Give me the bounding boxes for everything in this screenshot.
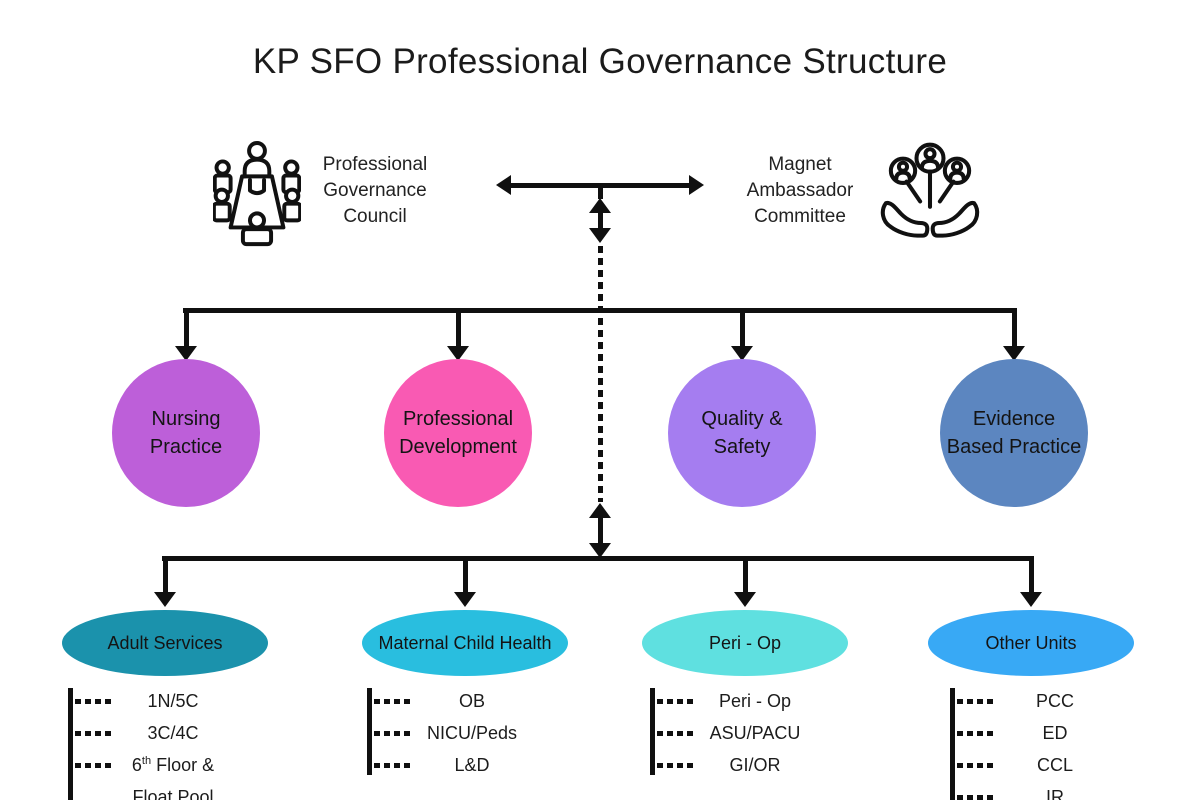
- list-item: CCL: [957, 749, 1170, 781]
- unit-list-peri-op: Peri - Op ASU/PACU GI/OR: [650, 685, 870, 781]
- list-item: IR: [957, 781, 1170, 800]
- dotted-leader-icon: [75, 762, 113, 768]
- council-node-nursing-practice: Nursing Practice: [112, 359, 260, 507]
- connector-drop: [1028, 556, 1034, 593]
- dotted-leader-icon: [657, 698, 695, 704]
- council-node-label: Quality & Safety: [701, 408, 783, 458]
- list-item: ED: [957, 717, 1170, 749]
- dotted-leader-icon: [374, 730, 412, 736]
- arrowhead-down-icon: [734, 592, 756, 607]
- unit-list-maternal-child-health: OB NICU/Peds L&D: [367, 685, 587, 781]
- unit-node-peri-op: Peri - Op: [642, 610, 848, 676]
- vertical-double-arrow-shaft: [597, 212, 603, 229]
- council-node-label: Professional Development: [399, 408, 517, 458]
- connector-drop: [1011, 308, 1017, 347]
- unit-node-label: Adult Services: [107, 632, 223, 653]
- vertical-double-arrow-shaft: [597, 517, 603, 544]
- arrowhead-up-icon: [589, 503, 611, 518]
- arrowhead-right-icon: [689, 175, 704, 195]
- unit-node-label: Other Units: [985, 632, 1077, 653]
- list-item: L&D: [374, 749, 587, 781]
- magnet-ambassador-committee-label: Magnet Ambassador Committee: [746, 154, 854, 227]
- list-item: 6th Floor &: [75, 749, 288, 781]
- connector-drop: [462, 556, 468, 593]
- council-node-label: Nursing Practice: [149, 408, 223, 458]
- unit-node-adult-services: Adult Services: [62, 610, 268, 676]
- arrowhead-down-icon: [589, 543, 611, 558]
- unit-node-label: Peri - Op: [708, 632, 782, 653]
- list-item: NICU/Peds: [374, 717, 587, 749]
- list-bracket-line: [68, 688, 73, 800]
- dotted-leader-icon: [957, 698, 995, 704]
- connector-drop: [162, 556, 168, 593]
- list-item: PCC: [957, 685, 1170, 717]
- connector-drop: [739, 308, 745, 347]
- list-bracket-line: [950, 688, 955, 800]
- arrowhead-up-icon: [589, 198, 611, 213]
- arrowhead-down-icon: [1020, 592, 1042, 607]
- hands-holding-people-icon: [876, 140, 984, 257]
- arrowhead-down-icon: [454, 592, 476, 607]
- arrowhead-down-icon: [447, 346, 469, 361]
- dotted-leader-icon: [957, 794, 995, 800]
- dotted-leader-icon: [374, 698, 412, 704]
- connector-drop: [455, 308, 461, 347]
- list-item: 1N/5C: [75, 685, 288, 717]
- unit-node-other-units: Other Units: [928, 610, 1134, 676]
- list-item: OB: [374, 685, 587, 717]
- professional-governance-council-label: Professional Governance Council: [322, 154, 428, 227]
- arrowhead-down-icon: [731, 346, 753, 361]
- center-stub-line: [597, 183, 603, 199]
- dotted-leader-icon: [657, 762, 695, 768]
- arrowhead-down-icon: [175, 346, 197, 361]
- dotted-leader-icon: [75, 698, 113, 704]
- list-item: Peri - Op: [657, 685, 870, 717]
- list-bracket-line: [650, 688, 655, 775]
- unit-node-maternal-child-health: Maternal Child Health: [362, 610, 568, 676]
- page-title: KP SFO Professional Governance Structure: [252, 42, 948, 81]
- list-item: ASU/PACU: [657, 717, 870, 749]
- dotted-connector-line: [597, 246, 603, 502]
- council-node-label: Evidence Based Practice: [946, 408, 1082, 458]
- connector-line-councils: [183, 308, 1017, 313]
- list-item: 3C/4C: [75, 717, 288, 749]
- connector-drop: [742, 556, 748, 593]
- unit-node-label: Maternal Child Health: [378, 632, 552, 653]
- list-item-continuation: Float Pool: [132, 786, 214, 800]
- arrowhead-down-icon: [154, 592, 176, 607]
- council-node-quality-safety: Quality & Safety: [668, 359, 816, 507]
- arrowhead-down-icon: [1003, 346, 1025, 361]
- dotted-leader-icon: [957, 730, 995, 736]
- conference-table-people-icon: [211, 138, 303, 255]
- council-node-professional-development: Professional Development: [384, 359, 532, 507]
- connector-line-units: [162, 556, 1034, 561]
- list-item: GI/OR: [657, 749, 870, 781]
- dotted-leader-icon: [957, 762, 995, 768]
- council-node-evidence-based-practice: Evidence Based Practice: [940, 359, 1088, 507]
- arrowhead-left-icon: [496, 175, 511, 195]
- dotted-leader-icon: [657, 730, 695, 736]
- dotted-leader-icon: [374, 762, 412, 768]
- connector-drop: [183, 308, 189, 347]
- unit-list-adult-services: 1N/5C 3C/4C 6th Floor & Float Pool: [68, 685, 288, 800]
- dotted-leader-icon: [75, 730, 113, 736]
- unit-list-other-units: PCC ED CCL IR: [950, 685, 1170, 800]
- list-bracket-line: [367, 688, 372, 775]
- arrowhead-down-icon: [589, 228, 611, 243]
